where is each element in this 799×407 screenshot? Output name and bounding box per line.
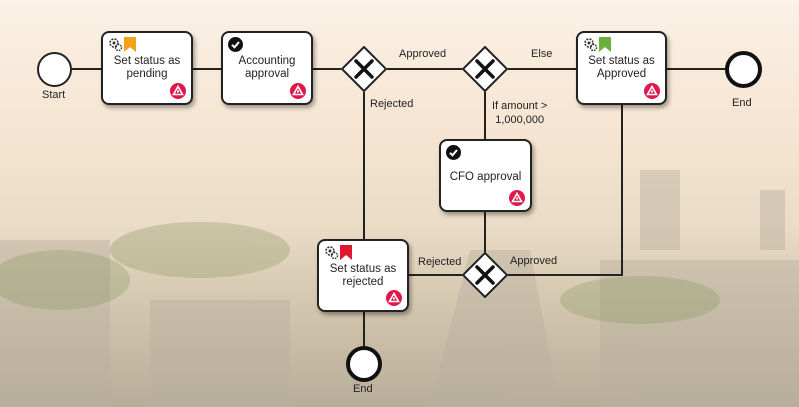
task-cfo-approval[interactable]: CFO approval xyxy=(439,139,532,212)
subprocess-icon[interactable] xyxy=(170,83,186,99)
subprocess-icon[interactable] xyxy=(644,83,660,99)
start-event[interactable] xyxy=(37,52,72,87)
task-label: Accounting approval xyxy=(238,55,296,80)
task-label: Set status as rejected xyxy=(329,263,397,288)
flow-label-approved-bottom: Approved xyxy=(510,255,558,267)
end-event[interactable] xyxy=(346,346,382,382)
flow-label-else: Else xyxy=(531,48,553,60)
end-event-label: End xyxy=(353,383,373,395)
subprocess-icon[interactable] xyxy=(509,190,525,206)
task-set-status-approved[interactable]: Set status as Approved xyxy=(576,31,667,105)
exclusive-gateway-x-icon[interactable] xyxy=(341,46,387,92)
task-accounting-approval[interactable]: Accounting approval xyxy=(221,31,313,105)
task-label: Set status as pending xyxy=(113,55,181,80)
check-circle-icon xyxy=(228,37,243,52)
flow-label-rejected-left: Rejected xyxy=(370,98,414,110)
end-event-label: End xyxy=(732,97,752,109)
exclusive-gateway-x-icon[interactable] xyxy=(462,252,508,298)
start-event-label: Start xyxy=(42,89,66,101)
flow-label-amount-condition: If amount > 1,000,000 xyxy=(492,100,548,126)
flag-icon xyxy=(124,37,136,52)
gear-icon xyxy=(109,38,123,52)
flow-label-rejected-bottom: Rejected xyxy=(418,256,462,268)
flow-label-approved-top: Approved xyxy=(399,48,447,60)
check-circle-icon xyxy=(446,145,461,160)
subprocess-icon[interactable] xyxy=(290,83,306,99)
task-label: Set status as Approved xyxy=(588,55,655,80)
task-set-status-rejected[interactable]: Set status as rejected xyxy=(317,239,409,312)
flag-icon xyxy=(340,245,352,260)
task-label: CFO approval xyxy=(449,171,522,183)
gear-icon xyxy=(584,38,598,52)
flag-icon xyxy=(599,37,611,52)
subprocess-icon[interactable] xyxy=(386,290,402,306)
task-set-status-pending[interactable]: Set status as pending xyxy=(101,31,193,105)
flow-gateway3-to-approved xyxy=(508,104,623,276)
exclusive-gateway-x-icon[interactable] xyxy=(462,46,508,92)
end-event[interactable] xyxy=(725,51,762,88)
gear-icon xyxy=(325,246,339,260)
